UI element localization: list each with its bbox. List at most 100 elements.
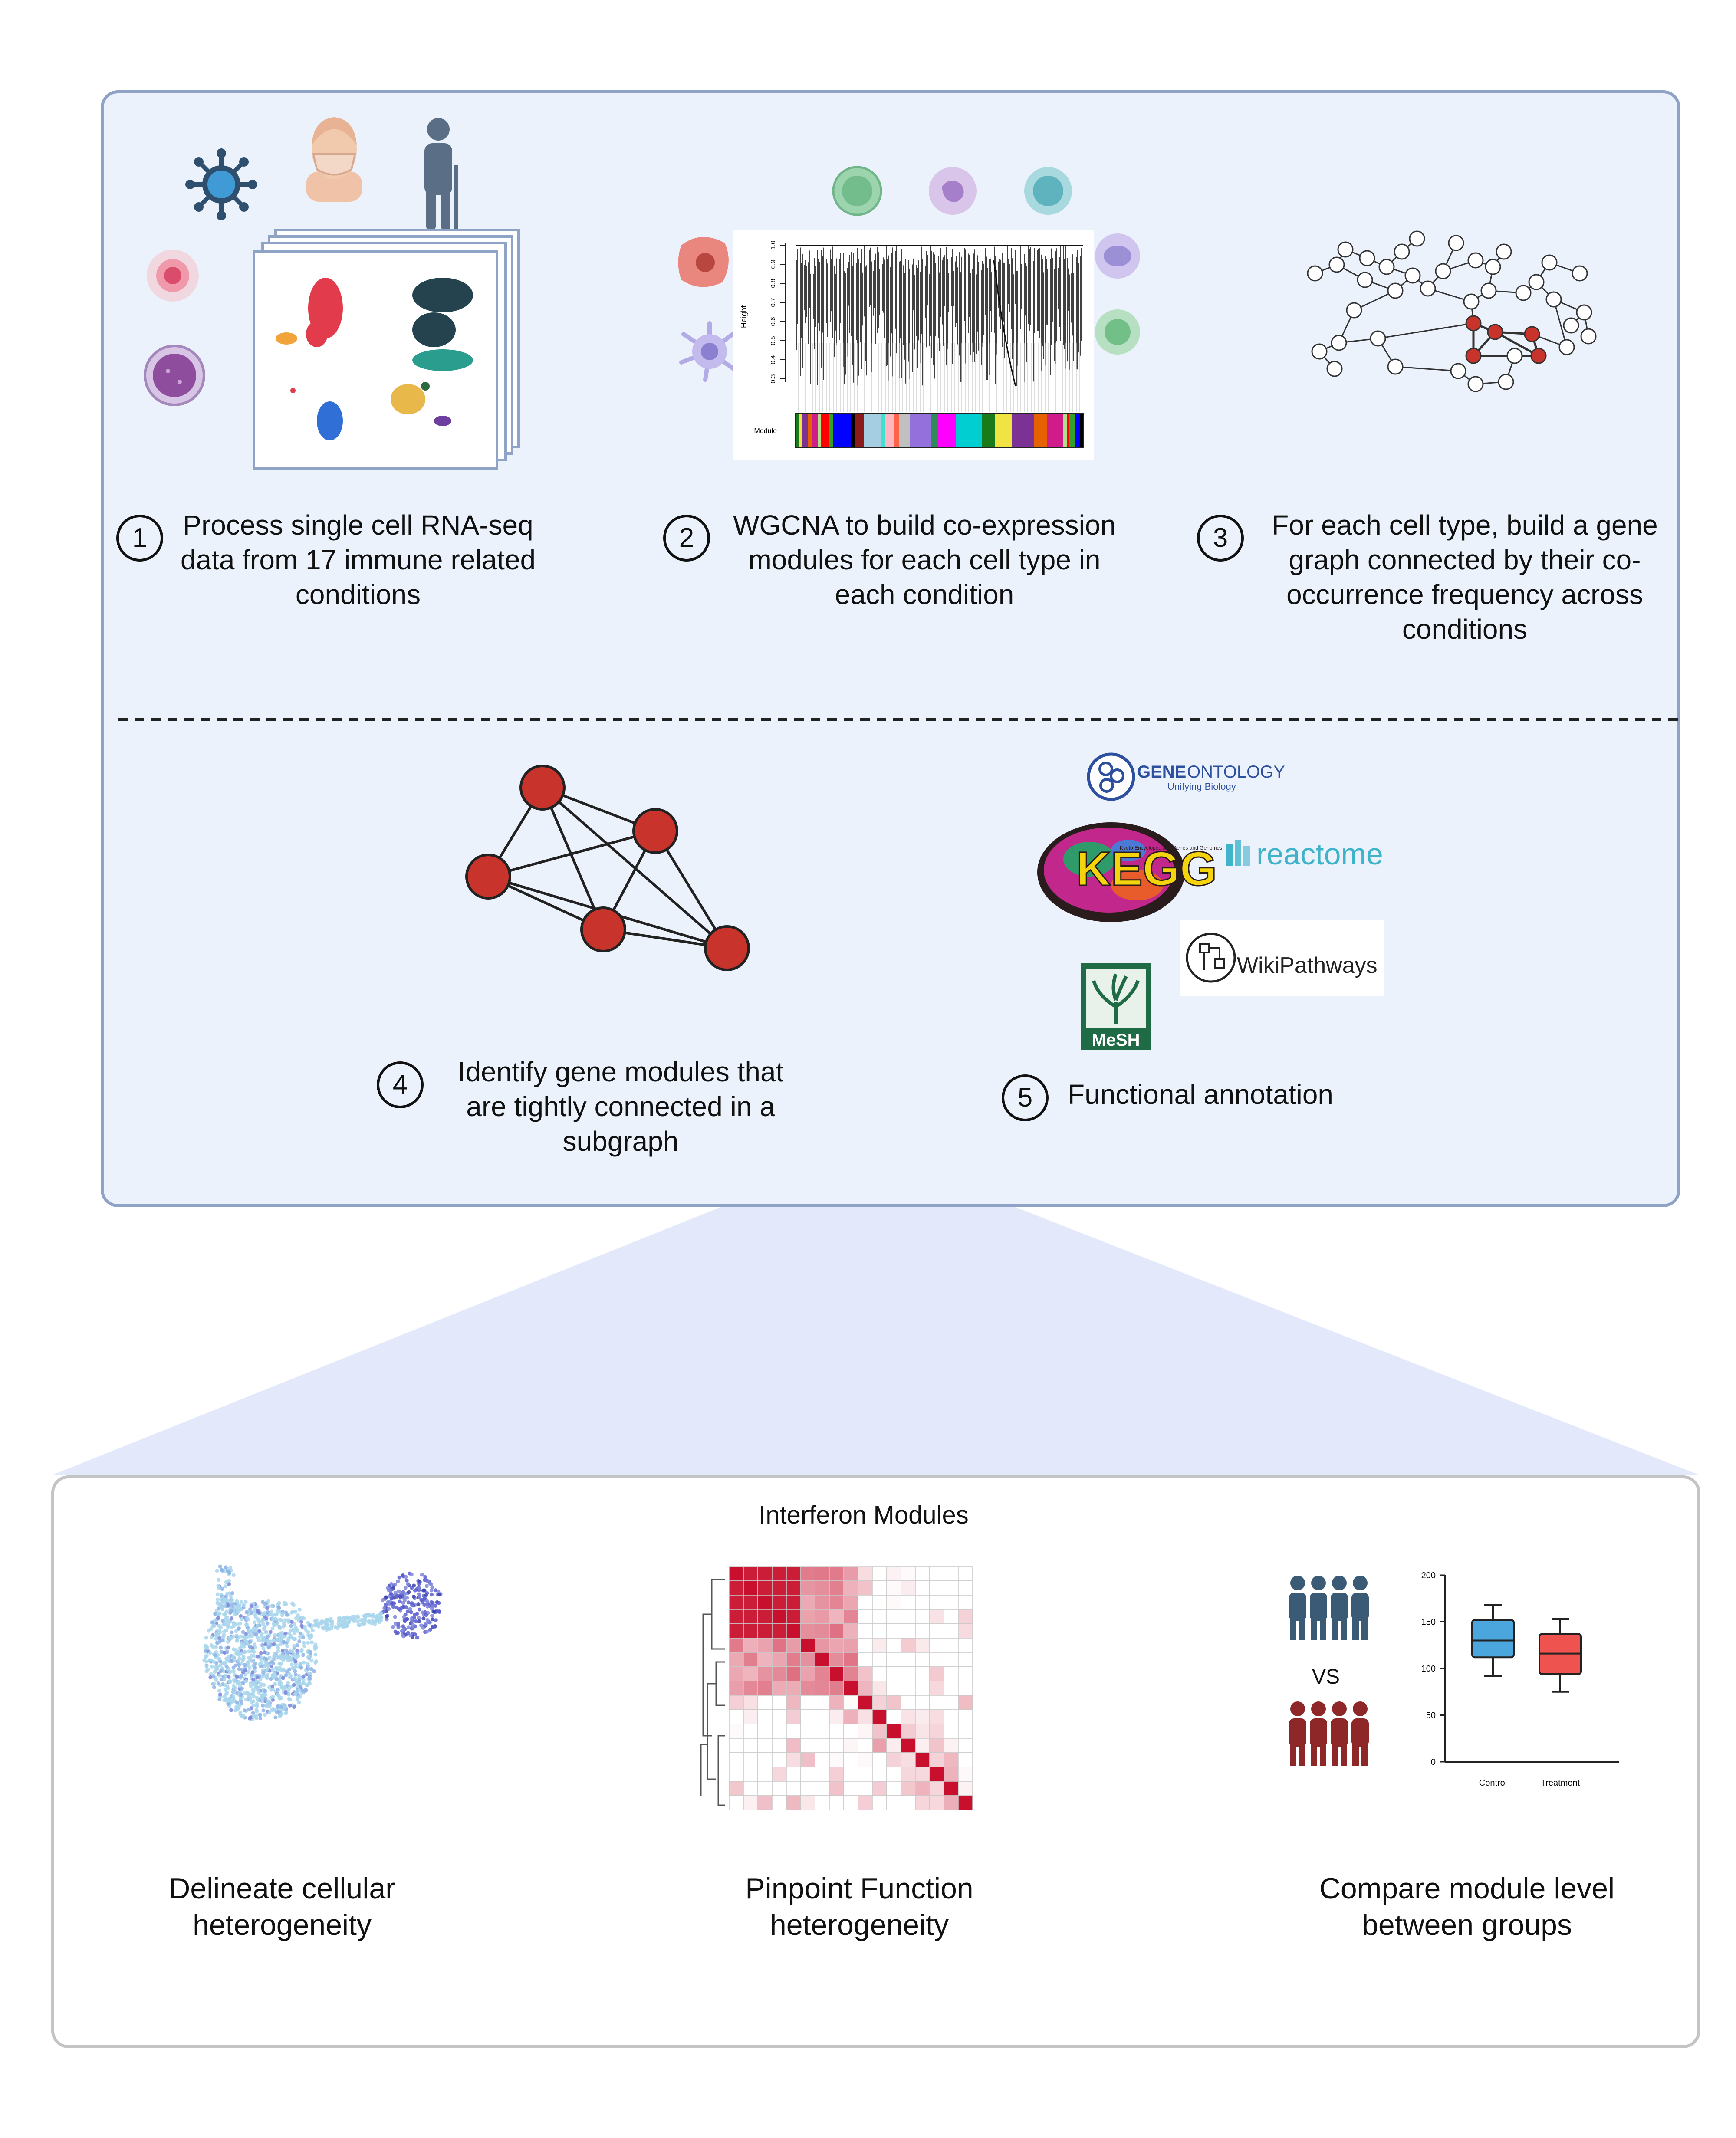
umap-cell [429,1582,434,1586]
umap-cell [396,1625,401,1629]
step-5-number: 5 [1002,1074,1049,1121]
umap-cell [283,1673,288,1678]
umap-cell [289,1624,293,1628]
heatmap-cell [858,1609,873,1624]
heatmap-cell [829,1652,844,1667]
umap-cell [217,1697,222,1701]
graph-node [1496,243,1512,260]
umap-cell [231,1573,236,1577]
umap-cell [261,1708,266,1713]
kegg-subtitle: Kyoto Encyclopedia of Genes and Genomes [1120,845,1222,851]
umap-cell [248,1607,252,1611]
umap-cell [255,1702,259,1706]
boxplot-tick-label: 150 [1421,1618,1436,1627]
umap-cell [215,1601,220,1605]
heatmap-cell [901,1709,916,1724]
umap-cell [294,1616,299,1620]
heatmap-cell [843,1752,858,1767]
umap-cell [249,1611,253,1615]
umap-cell [224,1594,228,1599]
umap-cell [406,1625,411,1629]
umap-cell [226,1640,230,1644]
step-2-text: WGCNA to build co-expression modules for… [733,509,1116,610]
heatmap-cell [772,1623,787,1639]
umap-cell [248,1640,252,1644]
heatmap-cell [901,1752,916,1767]
person-leg [1332,1742,1338,1766]
umap-cell [219,1678,224,1682]
umap-cell [407,1590,411,1594]
umap-cell [262,1664,266,1668]
umap-cell [270,1626,275,1631]
heatmap-cell [772,1666,787,1681]
heatmap-cell [929,1724,944,1739]
umap-cell [278,1712,283,1717]
heatmap-cell [901,1652,916,1667]
heatmap-cell [929,1781,944,1796]
heatmap-cell [843,1566,858,1581]
umap-cell [232,1624,236,1628]
umap-cell [269,1695,273,1700]
umap-cell [293,1637,297,1641]
person-head [1332,1701,1347,1716]
umap-cell [292,1652,296,1656]
umap-cell [236,1605,240,1609]
graph-node [1530,348,1547,364]
heatmap-cell [757,1695,773,1710]
umap-cell [220,1607,225,1612]
heatmap-cell [929,1566,944,1581]
module-color-segment [796,414,799,447]
umap-cell [253,1673,257,1678]
umap-cell [240,1651,244,1655]
person-body [1310,1593,1327,1621]
heatmap-cell [858,1566,873,1581]
umap-cell [417,1616,421,1620]
heatmap-cell [829,1738,844,1753]
heatmap-cell [915,1738,930,1753]
umap-cell [434,1588,438,1593]
umap-cell [227,1582,231,1586]
subgraph-node [704,925,750,971]
treatment-group-icon [1289,1701,1369,1766]
heatmap-cell [886,1580,901,1596]
graph-node [1576,304,1592,321]
umap-cell [272,1654,276,1659]
umap-cell [285,1655,289,1659]
umap-cell [306,1664,311,1668]
umap-cell [396,1579,400,1583]
graph-node [1357,272,1373,288]
heatmap-cell [858,1623,873,1639]
heatmap-cell [843,1709,858,1724]
geneontology-ontology: ONTOLOGY [1187,762,1285,782]
module-color-segment [799,414,802,447]
umap-cell [416,1602,421,1606]
heatmap-cell [743,1638,758,1653]
umap-cell [289,1620,294,1624]
umap-cell [205,1645,209,1649]
heatmap-cell [815,1623,830,1639]
umap-cell [279,1662,283,1666]
heatmap-cell [786,1738,801,1753]
umap-cell [237,1703,242,1708]
heatmap-cell [872,1781,887,1796]
umap-cell [309,1634,313,1639]
umap-cell [250,1700,254,1704]
graph-node [1387,282,1404,299]
umap-cell [263,1642,268,1646]
heatmap-cell [757,1638,773,1653]
mesh-logo: MeSH [1081,963,1151,1050]
umap-cell [411,1622,415,1627]
caption-1-line-2: heterogeneity [192,1908,372,1941]
heatmap-cell [815,1681,830,1696]
umap-cell [267,1685,271,1689]
graph-node [1409,230,1425,247]
heatmap-cell [786,1652,801,1667]
heatmap-cell [872,1566,887,1581]
umap-cell [240,1658,245,1662]
dendrogram-tick-label: 0.4 [769,355,777,365]
umap-cell [275,1643,279,1648]
graph-node [1465,348,1482,364]
umap-cell [282,1687,286,1691]
umap-cell [237,1667,241,1671]
umap-cell [414,1619,418,1623]
